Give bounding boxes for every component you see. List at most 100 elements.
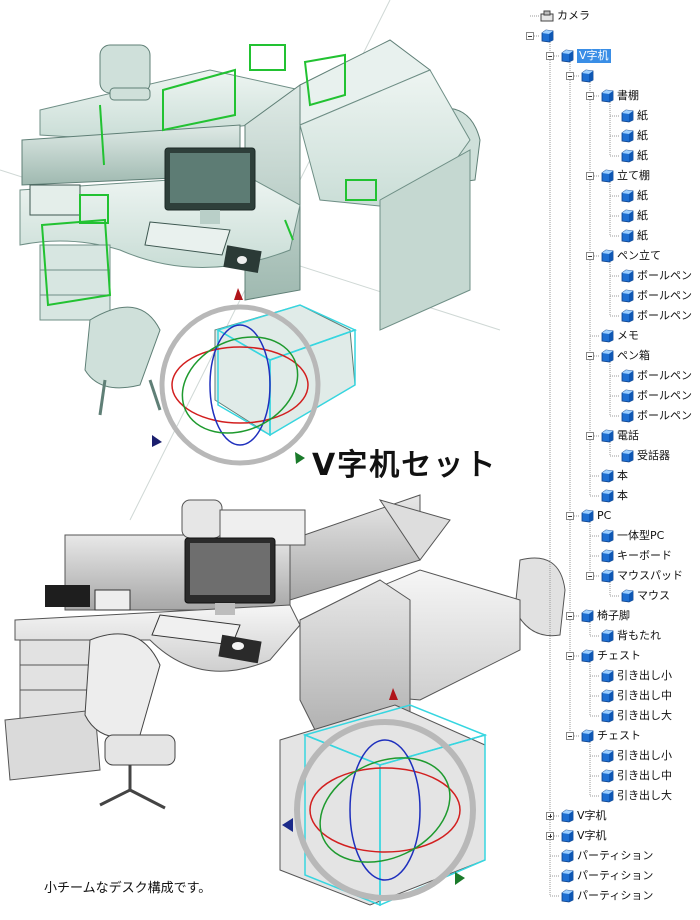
rotate-gizmo xyxy=(159,304,321,466)
tree-item[interactable]: 紙 xyxy=(620,146,648,166)
tree-item[interactable]: 紙 xyxy=(620,226,648,246)
cube-icon xyxy=(601,689,614,703)
cube-icon xyxy=(621,209,634,223)
collapse-icon[interactable] xyxy=(566,72,574,80)
cube-icon xyxy=(541,29,554,43)
tree-item[interactable]: 引き出し小 xyxy=(600,666,672,686)
tree-item[interactable]: V字机 xyxy=(560,826,607,846)
tree-item[interactable]: 受話器 xyxy=(620,446,670,466)
tree-item[interactable]: 紙 xyxy=(620,106,648,126)
green-selection-boxes xyxy=(40,44,377,307)
expand-icon[interactable] xyxy=(546,832,554,840)
tree-item-label: ボールペン xyxy=(637,389,692,402)
monitor xyxy=(164,147,256,224)
cube-icon xyxy=(581,729,594,743)
tree-item[interactable]: ボールペン xyxy=(620,286,692,306)
tree-item[interactable]: カメラ xyxy=(540,6,590,26)
tree-item[interactable]: ボールペン xyxy=(620,406,692,426)
tree-item[interactable]: 立て棚 xyxy=(600,166,650,186)
tree-item[interactable]: キーボード xyxy=(600,546,672,566)
tree-item[interactable]: メモ xyxy=(600,326,639,346)
tree-item-label: 電話 xyxy=(617,429,639,442)
tree-item-label: 紙 xyxy=(637,209,648,222)
cube-icon xyxy=(561,889,574,903)
tree-item-label: 引き出し大 xyxy=(617,789,672,802)
tree-item-label: ボールペン xyxy=(637,269,692,282)
tree-item-label: ボールペン xyxy=(637,289,692,302)
collapse-icon[interactable] xyxy=(586,252,594,260)
collapse-icon[interactable] xyxy=(586,92,594,100)
collapse-icon[interactable] xyxy=(566,612,574,620)
collapse-icon[interactable] xyxy=(586,432,594,440)
tree-item[interactable] xyxy=(580,66,594,86)
tree-item[interactable]: ボールペン xyxy=(620,306,692,326)
tree-item[interactable]: 書棚 xyxy=(600,86,639,106)
tree-item[interactable]: パーティション xyxy=(560,846,653,866)
tree-item[interactable]: V字机 xyxy=(560,46,611,66)
collapse-icon[interactable] xyxy=(526,32,534,40)
cube-icon xyxy=(621,229,634,243)
tree-item-label: 本 xyxy=(617,469,628,482)
tree-item[interactable]: 本 xyxy=(600,466,628,486)
tree-item[interactable]: チェスト xyxy=(580,646,641,666)
cube-icon xyxy=(561,49,574,63)
tree-item[interactable]: チェスト xyxy=(580,726,641,746)
cube-icon xyxy=(601,629,614,643)
cube-icon xyxy=(621,409,634,423)
tree-item-label: 椅子脚 xyxy=(597,609,630,622)
tree-item[interactable]: 電話 xyxy=(600,426,639,446)
tree-item[interactable]: 紙 xyxy=(620,206,648,226)
collapse-icon[interactable] xyxy=(546,52,554,60)
collapse-icon[interactable] xyxy=(586,572,594,580)
tree-item[interactable]: ペン箱 xyxy=(600,346,650,366)
tree-item[interactable]: 引き出し中 xyxy=(600,766,672,786)
tree-item[interactable]: ボールペン xyxy=(620,266,692,286)
tree-item[interactable]: 引き出し大 xyxy=(600,786,672,806)
tree-item-label: チェスト xyxy=(597,649,641,662)
tree-item[interactable]: パーティション xyxy=(560,886,653,906)
cube-icon xyxy=(621,449,634,463)
set-title: V字机セット xyxy=(312,448,498,483)
tree-item-label: 紙 xyxy=(637,129,648,142)
cube-icon xyxy=(581,509,594,523)
cube-icon xyxy=(621,589,634,603)
tree-item[interactable]: マウス xyxy=(620,586,670,606)
tree-item-label: 本 xyxy=(617,489,628,502)
tree-item[interactable]: ペン立て xyxy=(600,246,661,266)
tree-item[interactable]: 背もたれ xyxy=(600,626,661,646)
tree-item[interactable]: PC xyxy=(580,506,611,526)
tree-item[interactable]: 引き出し小 xyxy=(600,746,672,766)
expand-icon[interactable] xyxy=(546,812,554,820)
front-chair xyxy=(84,306,162,416)
cube-icon xyxy=(601,349,614,363)
tree-item[interactable]: V字机 xyxy=(560,806,607,826)
tree-item[interactable]: 本 xyxy=(600,486,628,506)
cube-icon xyxy=(561,869,574,883)
tree-item[interactable]: ボールペン xyxy=(620,366,692,386)
tree-item-label: 引き出し小 xyxy=(617,749,672,762)
tree-item[interactable]: 引き出し中 xyxy=(600,686,672,706)
collapse-icon[interactable] xyxy=(586,352,594,360)
collapse-icon[interactable] xyxy=(566,732,574,740)
tree-item[interactable]: ボールペン xyxy=(620,386,692,406)
tree-item-label: V字机 xyxy=(577,49,611,63)
tree-item[interactable]: 引き出し大 xyxy=(600,706,672,726)
top-scene xyxy=(0,0,501,521)
tree-item-label: 立て棚 xyxy=(617,169,650,182)
collapse-icon[interactable] xyxy=(566,512,574,520)
cube-icon xyxy=(601,569,614,583)
tree-item[interactable]: マウスパッド xyxy=(600,566,683,586)
back-chair xyxy=(99,44,151,101)
tree-item[interactable]: パーティション xyxy=(560,866,653,886)
tree-item[interactable]: 紙 xyxy=(620,126,648,146)
tree-item[interactable]: 椅子脚 xyxy=(580,606,630,626)
tree-item[interactable]: 紙 xyxy=(620,186,648,206)
tree-item-label: パーティション xyxy=(577,849,654,862)
tree-item-label: 紙 xyxy=(637,149,648,162)
collapse-icon[interactable] xyxy=(566,652,574,660)
tree-item[interactable] xyxy=(540,26,554,46)
collapse-icon[interactable] xyxy=(586,172,594,180)
tree-item[interactable]: 一体型PC xyxy=(600,526,664,546)
